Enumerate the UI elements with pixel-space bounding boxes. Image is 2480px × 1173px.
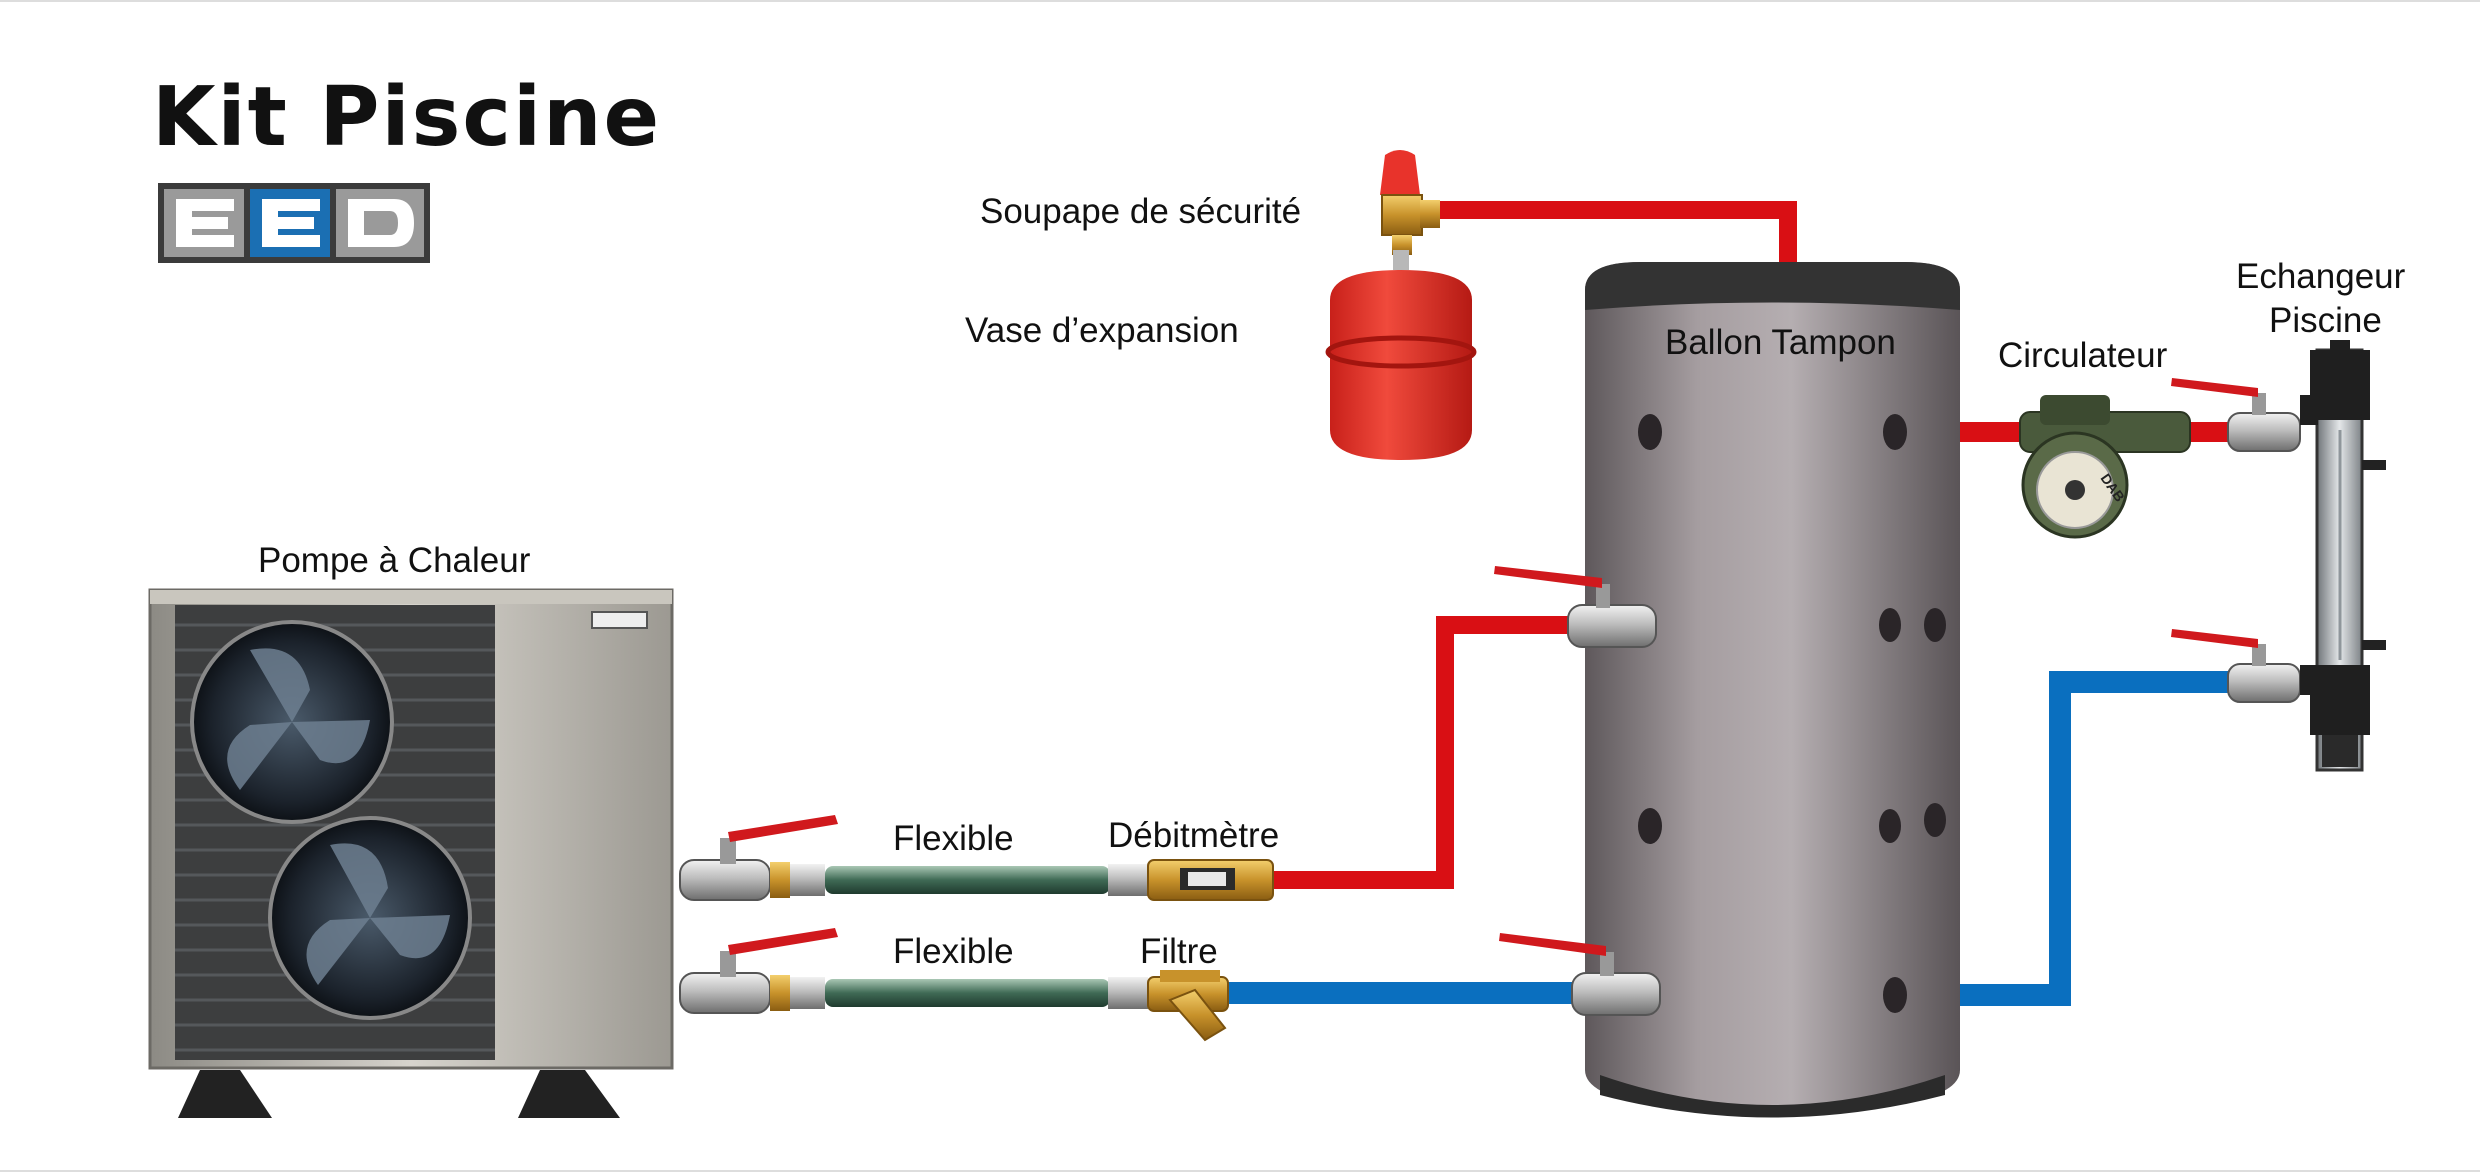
eed-logo-mark (158, 183, 430, 263)
label-buffer-tank: Ballon Tampon (1665, 323, 1896, 362)
label-filter: Filtre (1140, 932, 1218, 971)
label-heat-pump: Pompe à Chaleur (258, 541, 531, 580)
heat-pump-foot-left (178, 1070, 272, 1118)
valve-tank-top (1494, 566, 1657, 648)
valve-exchanger-bottom (2171, 629, 2301, 703)
heat-pump-foot-right (518, 1070, 620, 1118)
filter-device (1147, 970, 1229, 1042)
valve-hp-top (679, 815, 838, 901)
valve-exchanger-top (2171, 378, 2301, 452)
label-hose-bottom: Flexible (893, 932, 1014, 971)
page-title: Kit Piscine (152, 70, 662, 165)
label-safety-valve: Soupape de sécurité (980, 192, 1302, 231)
label-exchanger-line1: Echangeur (2236, 257, 2406, 296)
eed-logo (158, 183, 430, 263)
safety-valve (1380, 150, 1440, 255)
hot-pipe-safety-line (1420, 201, 1797, 262)
expansion-vessel (1325, 250, 1477, 460)
pool-heat-exchanger (2300, 340, 2386, 772)
flowmeter-device (1147, 859, 1274, 901)
label-expansion-vessel: Vase d’expansion (965, 311, 1239, 350)
heat-pump-unit (148, 588, 674, 1118)
buffer-tank (1585, 262, 1960, 1118)
hot-pipe-supply (1270, 616, 1580, 889)
label-circulator: Circulateur (1998, 336, 2168, 375)
label-exchanger-line2: Piscine (2269, 301, 2382, 340)
label-flowmeter: Débitmètre (1108, 816, 1280, 855)
cold-pipe-exchanger (1895, 671, 2240, 1006)
label-hose-top: Flexible (893, 819, 1014, 858)
valve-hp-bottom (679, 928, 838, 1014)
valve-tank-bottom (1499, 933, 1661, 1016)
hose-top (790, 864, 1148, 896)
circulator-pump: DAB (2019, 395, 2191, 539)
hose-bottom (790, 977, 1148, 1009)
